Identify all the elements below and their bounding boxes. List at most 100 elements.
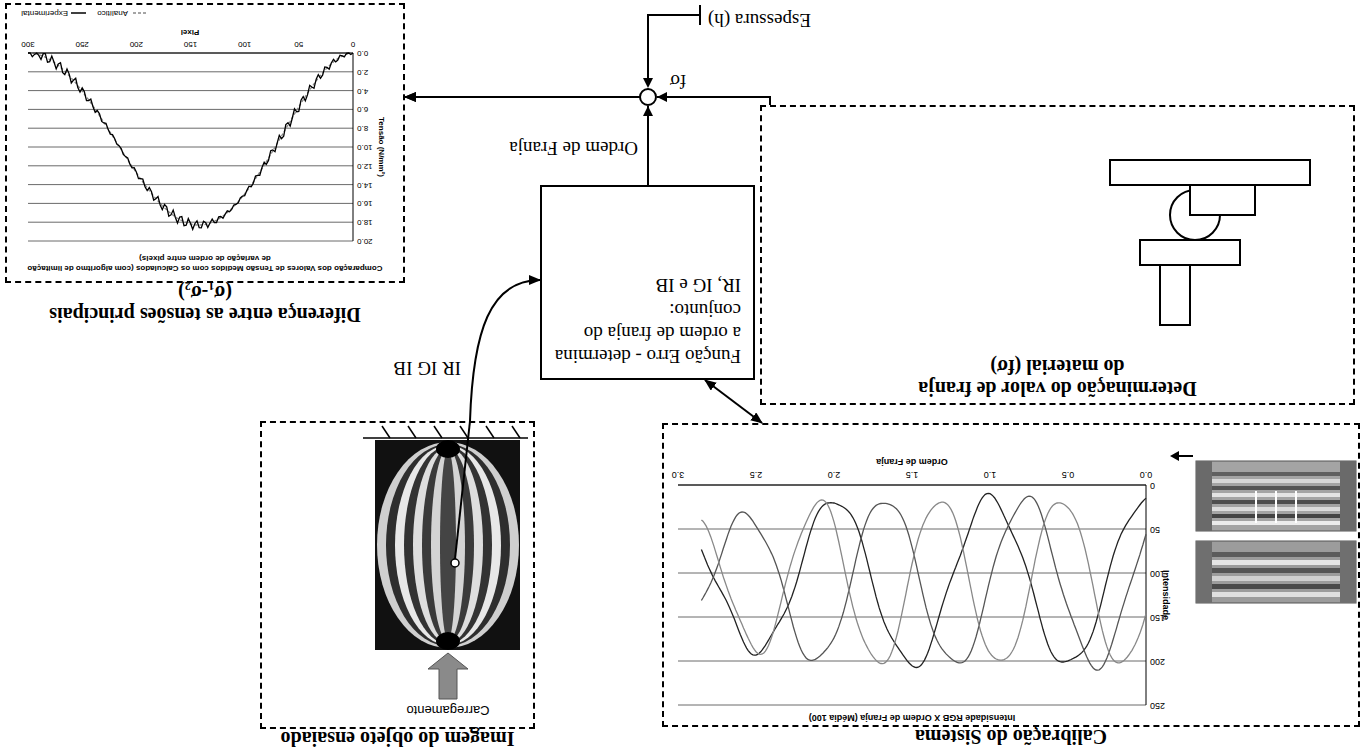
fringe-ring — [431, 449, 465, 641]
support-hatching — [363, 426, 528, 438]
chart-text: 1.5 — [906, 469, 919, 480]
fringe-ring — [395, 445, 501, 645]
photo-end — [1196, 461, 1212, 531]
grid-line — [28, 109, 353, 110]
chart-text: Ordem de Franja — [876, 456, 948, 467]
legend-text: Analítico — [97, 8, 128, 18]
grid-line — [28, 128, 353, 129]
chart-text: 0 — [1150, 480, 1155, 491]
arrow-head — [1170, 451, 1179, 461]
hatch — [486, 426, 494, 438]
dashed-panel: Diferença entre as tensões principais (σ… — [5, 3, 405, 283]
fringe-ring — [413, 447, 483, 643]
fixture-block — [1140, 240, 1240, 265]
grid-line — [28, 147, 353, 148]
fringe-band — [1212, 576, 1340, 581]
fixture-block — [1190, 185, 1255, 215]
support-line — [363, 437, 528, 439]
photo-ground — [375, 440, 520, 650]
fringe-ring — [404, 446, 492, 644]
arrow-line — [1178, 455, 1193, 457]
grid-line — [28, 184, 353, 185]
connector — [405, 97, 770, 105]
experimental-curve — [28, 53, 353, 229]
edge-label: Ordem de Franja — [507, 137, 640, 160]
chart-text: 150 — [184, 39, 197, 49]
chart-text: 250 — [1150, 700, 1165, 711]
chart-text: 0 — [351, 39, 355, 49]
legend-sample — [71, 12, 86, 14]
dashed-panel: Imagem do objeto ensaiado — [260, 421, 535, 729]
analytic-curve — [28, 53, 353, 225]
fixture-bar — [1160, 265, 1190, 325]
arrow-shape — [428, 653, 468, 699]
photo-end — [1340, 461, 1356, 531]
photo-marker — [1295, 491, 1297, 523]
grid-line — [678, 705, 1146, 706]
summing-junction — [640, 5, 700, 116]
fringe-band — [1212, 592, 1340, 597]
sample-point — [451, 559, 459, 567]
fringe-ring — [386, 444, 510, 646]
specimen-photo — [375, 421, 520, 650]
grid-line — [28, 241, 353, 242]
chart-text: 16.0 — [357, 198, 373, 208]
chart-text: 200 — [130, 39, 143, 49]
grid-line — [678, 573, 1146, 574]
chart-text: 2.0 — [357, 67, 368, 77]
calibration-photo — [1196, 461, 1356, 531]
chart-text: 0.0 — [357, 48, 368, 58]
fixture-base — [1110, 160, 1310, 185]
input-label: Espessura (h) — [708, 9, 811, 32]
chart-text: 18.0 — [357, 217, 373, 227]
chart-axes — [28, 53, 353, 241]
dashed-panel: Calibração do Sistema — [662, 423, 1360, 727]
load-label: Carregamento — [406, 702, 489, 718]
fringe-band — [1212, 486, 1340, 490]
grid-line — [28, 165, 353, 166]
chart-text: 20.0 — [357, 236, 373, 246]
process-box: Função Erro - determina a ordem de franj… — [540, 185, 755, 380]
fringe-ring — [422, 448, 474, 642]
edge-label: IR IG IB — [391, 357, 463, 380]
chart-text: Pixel — [181, 27, 200, 37]
legend-sample — [131, 12, 146, 14]
intensity-curve — [701, 500, 1146, 664]
chart-text: 250 — [75, 39, 88, 49]
hatch — [408, 426, 416, 438]
stress-chart — [28, 53, 353, 241]
photo-ground — [1196, 461, 1356, 531]
panel-title: Calibração do Sistema — [664, 726, 1358, 748]
fringe-band — [1212, 552, 1340, 557]
box-text: Função Erro - determina a ordem de franj… — [542, 299, 753, 378]
photo-ground — [1196, 541, 1356, 603]
chart-text: 0.0 — [1140, 469, 1153, 480]
hatch — [434, 426, 442, 438]
photo-to-chart-arrow — [1170, 451, 1193, 461]
chart-text: 4.0 — [357, 86, 368, 96]
photo-end — [1196, 541, 1212, 603]
junction-circle — [640, 89, 656, 105]
photo-end — [1340, 541, 1356, 603]
contact-point — [436, 632, 460, 650]
intensity-curve — [701, 493, 1146, 667]
grid-line — [678, 661, 1146, 662]
panel-title: Determinação do valor de franja do mater… — [918, 356, 1198, 400]
thickness-input-line — [648, 5, 700, 79]
edge-label: fσ — [668, 70, 689, 93]
fringe-band — [1212, 472, 1340, 476]
intensity-curve — [701, 496, 1146, 670]
chart-text: 0.5 — [1062, 469, 1075, 480]
chart-text: Intensidade RGB X Ordem de Franja (Média… — [809, 712, 1016, 723]
fringe-band — [1212, 560, 1340, 565]
chart-text: 8.0 — [357, 123, 368, 133]
leader-line — [455, 421, 470, 559]
grid-line — [28, 90, 353, 91]
photo-marker — [1255, 491, 1257, 523]
chart-text: 300 — [21, 39, 34, 49]
photo-marker — [1275, 491, 1277, 523]
chart-text: 50 — [1150, 524, 1160, 535]
dashed-panel: Determinação do valor de franja do mater… — [760, 105, 1355, 405]
legend-text: Experimental — [21, 8, 68, 18]
fringe-band — [1212, 568, 1340, 573]
